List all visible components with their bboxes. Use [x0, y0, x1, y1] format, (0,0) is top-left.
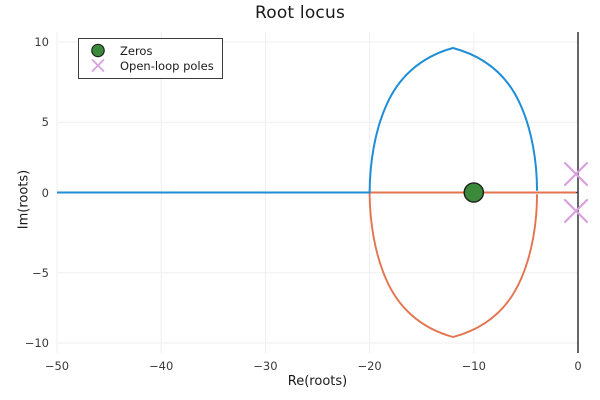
open-loop-pole-marker	[563, 161, 589, 187]
root-locus-plot	[56, 32, 589, 353]
y-tick-label: 0	[41, 185, 49, 200]
zeros-legend-icon	[85, 43, 111, 58]
y-tick-label: −5	[32, 265, 49, 280]
branch-blue-arc	[368, 47, 538, 194]
y-axis-tick-labels: 10 5 0 −5 −10	[0, 32, 57, 353]
page-title: Root locus	[254, 3, 346, 23]
branch-orange-arc	[368, 191, 538, 338]
x-axis-tick-labels: −50 −40 −30 −20 −10 0	[45, 353, 582, 377]
y-tick-label: 5	[41, 115, 49, 130]
legend-label-open-loop-poles: Open-loop poles	[120, 58, 214, 73]
y-tick-label: −10	[24, 336, 49, 350]
x-tick-label: −40	[149, 359, 174, 373]
x-tick-label: −20	[357, 359, 382, 373]
zero-marker	[463, 182, 485, 203]
x-tick-label: −10	[461, 359, 486, 373]
x-tick-label: 0	[574, 359, 582, 373]
legend-label-zeros: Zeros	[120, 43, 153, 58]
legend: Zeros Open-loop poles	[78, 38, 223, 79]
x-tick-label: −30	[253, 359, 278, 373]
plot-area	[56, 32, 589, 353]
y-tick-label: 10	[34, 35, 49, 49]
y-axis-label: Im(roots)	[16, 169, 32, 230]
legend-item-open-loop-poles: Open-loop poles	[85, 58, 214, 73]
legend-item-zeros: Zeros	[85, 43, 214, 58]
x-axis-label: Re(roots)	[287, 374, 348, 389]
open-loop-pole-marker	[563, 198, 589, 224]
open-loop-poles-legend-icon	[85, 58, 111, 73]
x-tick-label: −50	[44, 359, 70, 373]
